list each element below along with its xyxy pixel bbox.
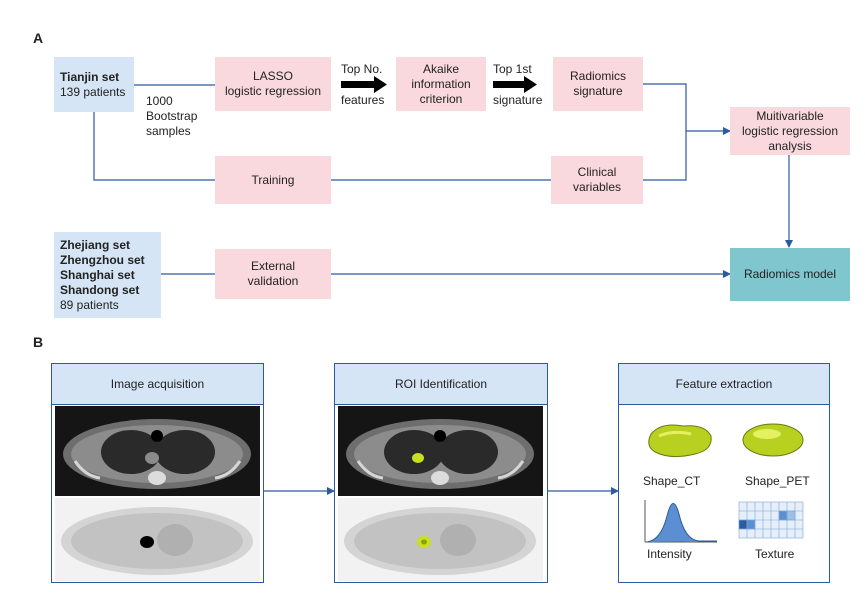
multivariable-line-1: Muitivariable xyxy=(756,108,824,123)
roi-scan-image xyxy=(338,406,543,581)
training-label: Training xyxy=(251,172,295,187)
black-arrow-top-features xyxy=(341,76,387,93)
multivariable-line-3: analysis xyxy=(768,138,812,153)
bootstrap-label: 1000 Bootstrap samples xyxy=(146,94,197,139)
shanghai-set: Shanghai set xyxy=(60,267,135,282)
external-validation-line-2: validation xyxy=(247,274,299,288)
feature-extraction-header: Feature extraction xyxy=(619,364,829,405)
clinical-line-2: variables xyxy=(572,180,622,194)
multivariable-box: Muitivariable logistic regression analys… xyxy=(730,107,850,155)
aic-line-2: information xyxy=(411,76,471,91)
training-box: Training xyxy=(215,156,331,204)
connector-signature-merge xyxy=(643,83,687,131)
aic-line-3: criterion xyxy=(419,91,463,106)
texture-matrix xyxy=(738,501,804,539)
image-acquisition-panel: Image acquisition xyxy=(51,363,264,583)
radiomics-signature-box: Radiomics signature xyxy=(553,57,643,111)
aic-box: Akaike information criterion xyxy=(396,57,486,111)
radiomics-model-box: Radiomics model xyxy=(730,248,850,301)
external-patients: 89 patients xyxy=(60,297,119,312)
top-1st-label: Top 1st xyxy=(493,62,532,76)
zhengzhou-set: Zhengzhou set xyxy=(60,252,145,267)
features-label: features xyxy=(341,93,385,107)
connector-clinical-merge xyxy=(643,131,687,181)
zhejiang-set: Zhejiang set xyxy=(60,237,131,252)
multivariable-line-2: logistic regression xyxy=(741,123,839,138)
texture-label: Texture xyxy=(755,547,795,561)
bootstrap-line-3: samples xyxy=(146,124,191,138)
intensity-label: Intensity xyxy=(647,547,692,561)
radiomics-signature-line-1: Radiomics xyxy=(569,69,626,83)
image-acquisition-header: Image acquisition xyxy=(52,364,263,405)
shandong-set: Shandong set xyxy=(60,282,140,297)
intensity-histogram xyxy=(646,503,717,543)
connector-tianjin-training xyxy=(93,112,215,181)
external-validation-box: External validation xyxy=(215,249,331,299)
radiomics-signature-line-2: signature xyxy=(573,84,623,98)
tianjin-set-title: Tianjin set xyxy=(60,69,120,84)
lasso-line-2: logistic regression xyxy=(224,84,322,98)
radiomics-model-label: Radiomics model xyxy=(743,267,837,281)
shape-ct-blob xyxy=(648,424,712,458)
external-validation-line-1: External xyxy=(250,259,296,273)
roi-identification-header: ROI Identification xyxy=(335,364,547,405)
shape-pet-label: Shape_PET xyxy=(745,474,810,488)
shape-pet-blob xyxy=(742,423,804,457)
tianjin-set-box: Tianjin set 139 patients xyxy=(54,57,134,112)
black-arrow-top-signature xyxy=(493,76,537,93)
shape-ct-label: Shape_CT xyxy=(643,474,701,488)
external-sets-box: Zhejiang set Zhengzhou set Shanghai set … xyxy=(54,232,161,318)
feature-extraction-panel: Feature extraction Shape_CT Shape_PET In… xyxy=(618,363,830,583)
feature-graphics xyxy=(644,423,804,543)
ct-pet-scan-image xyxy=(55,406,260,581)
signature-label: signature xyxy=(493,93,543,107)
bootstrap-line-2: Bootstrap xyxy=(146,109,198,123)
aic-line-1: Akaike xyxy=(422,61,460,76)
lasso-box: LASSO logistic regression xyxy=(215,57,331,111)
top-no-label: Top No. xyxy=(341,62,383,76)
tianjin-patients: 139 patients xyxy=(60,84,126,99)
bootstrap-line-1: 1000 xyxy=(146,94,173,108)
roi-identification-panel: ROI Identification xyxy=(334,363,548,583)
panel-label-a: A xyxy=(33,30,44,46)
clinical-variables-box: Clinical variables xyxy=(551,156,643,204)
lasso-line-1: LASSO xyxy=(252,69,294,83)
panel-label-b: B xyxy=(33,334,44,350)
clinical-line-1: Clinical xyxy=(577,165,617,179)
